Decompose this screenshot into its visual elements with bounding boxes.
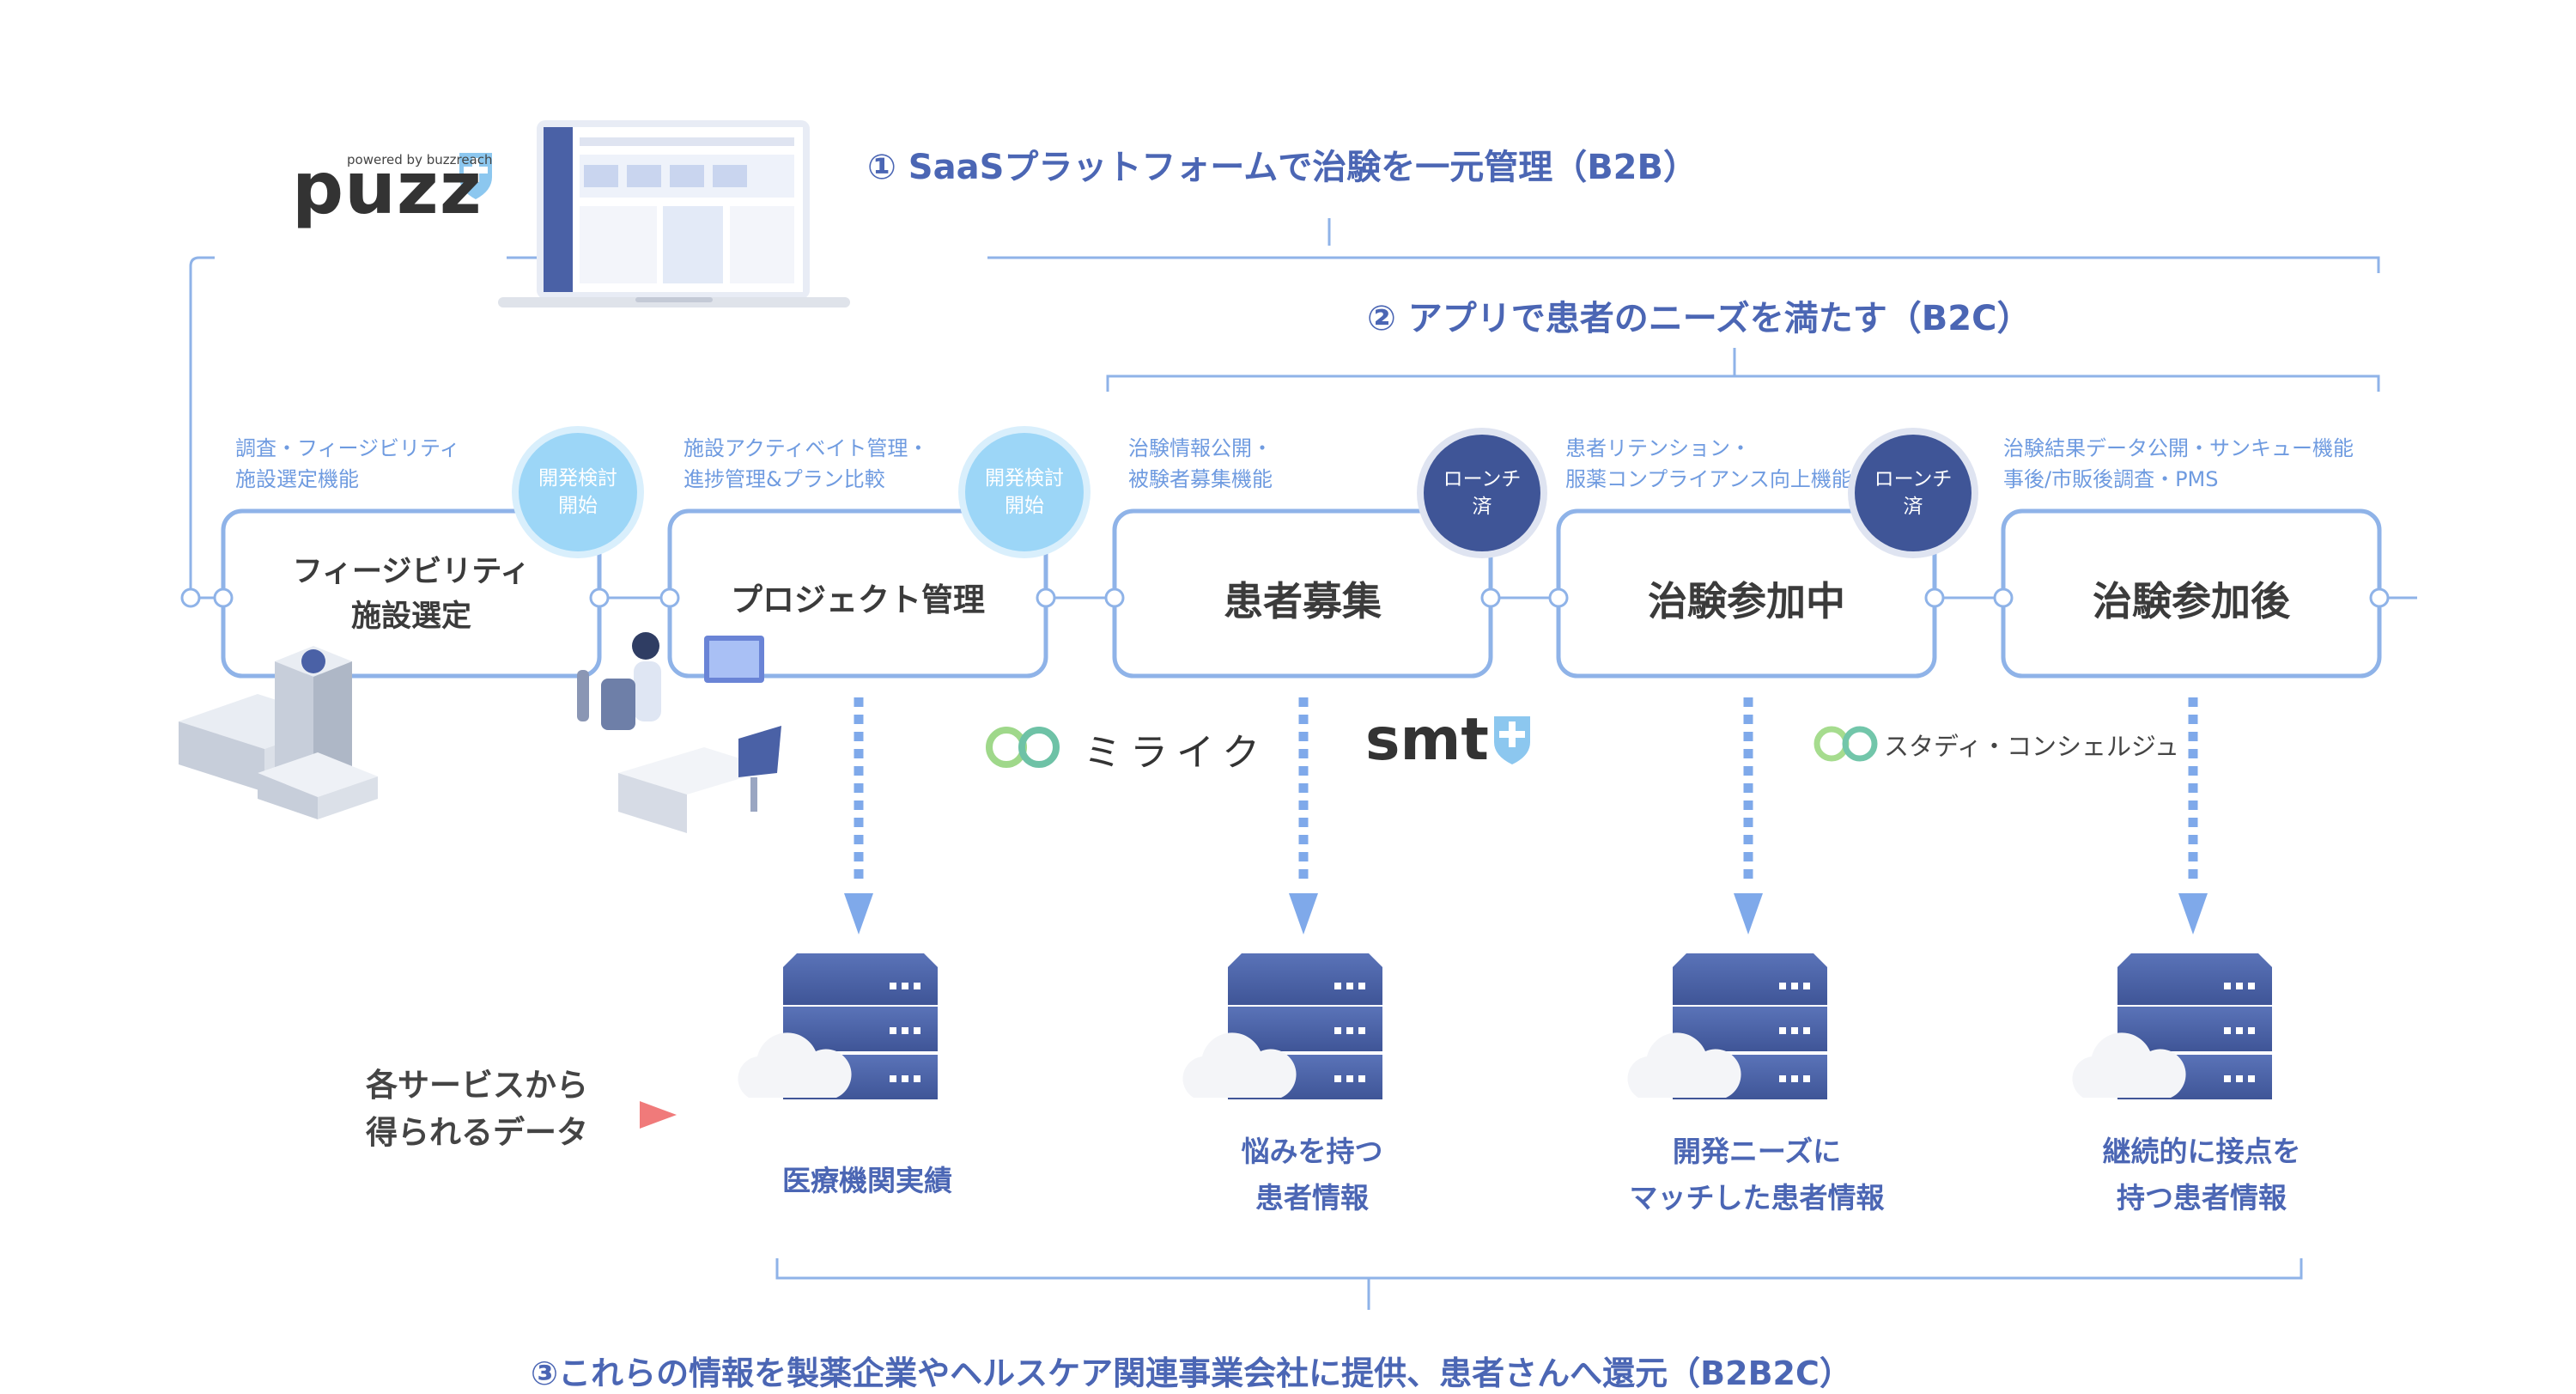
hospital-building-illustration: [179, 646, 378, 819]
data-output-label-2: 悩みを持つ 患者情報: [1241, 1135, 1383, 1214]
status-badge-project: 開発検討 開始: [965, 433, 1084, 551]
miraiku-logo-icon: [986, 727, 1060, 768]
puzz-logo-wordmark: puzz: [292, 146, 483, 230]
heading-b2c: ② アプリで患者のニーズを満たす（B2C）: [1367, 299, 2032, 338]
stage-box-recruit: [1104, 508, 1501, 679]
data-arrow-2: [1289, 697, 1318, 934]
b2c-bracket: [1106, 348, 2380, 392]
data-source-label: 各サービスから 得られるデータ: [366, 1067, 588, 1151]
stage-box-during: [1548, 508, 1945, 679]
status-badge-feasibility: 開発検討 開始: [519, 433, 637, 551]
server-stack-icon-4: [2072, 953, 2272, 1099]
server-stack-icon-3: [1627, 953, 1827, 1099]
pointer-triangle-icon: [640, 1101, 677, 1129]
data-arrow-1: [844, 697, 873, 934]
stage-label-during: 治験参加中: [1648, 578, 1845, 624]
data-arrow-3: [1734, 697, 1763, 934]
stage-box-feasibility: [213, 508, 610, 679]
stage-note-recruit: 治験情報公開・ 被験者募集機能: [1128, 436, 1273, 491]
data-arrow-4: [2178, 697, 2208, 934]
puzz-logo-powered-by: powered by buzzreach: [347, 152, 493, 167]
stage-label-project: プロジェクト管理: [731, 581, 985, 618]
smt-logo-wordmark: smt: [1365, 706, 1489, 774]
data-output-label-4: 継続的に接点を 持つ患者情報: [2102, 1135, 2301, 1214]
server-stack-icon-1: [738, 953, 938, 1099]
miraiku-logo-wordmark: ミライク: [1084, 731, 1269, 775]
stage-label-feasibility: フィージビリティ 施設選定: [292, 555, 531, 634]
study-concierge-logo-wordmark: スタディ・コンシェルジュ: [1884, 732, 2179, 761]
puzz-plus-shield-icon: [459, 153, 492, 199]
heading-b2b: ① SaaSプラットフォームで治験を一元管理（B2B）: [867, 148, 1698, 187]
stage-note-project: 施設アクティベイト管理・ 進捗管理&プラン比較: [683, 436, 929, 491]
study-concierge-logo-icon: [1814, 726, 1878, 762]
server-stack-icon-2: [1182, 953, 1382, 1099]
smt-plus-shield-icon: [1494, 716, 1530, 764]
data-output-label-3: 開発ニーズに マッチした患者情報: [1629, 1135, 1885, 1214]
stage-box-after: [1993, 508, 2390, 679]
stage-box-project: [659, 508, 1056, 679]
office-worker-illustration: [577, 632, 781, 833]
status-badge-during: ローンチ 済: [1855, 435, 1971, 551]
stage-label-recruit: 患者募集: [1224, 578, 1382, 624]
laptop-dashboard-illustration: [498, 120, 850, 307]
stage-label-after: 治験参加後: [2093, 578, 2290, 624]
status-badge-recruit: ローンチ 済: [1424, 435, 1540, 551]
stage-note-feasibility: 調査・フィージビリティ 施設選定機能: [235, 436, 460, 491]
stage-note-during: 患者リテンション・ 服薬コンプライアンス向上機能: [1565, 436, 1852, 491]
stage-note-after: 治験結果データ公開・サンキュー機能 事後/市販後調査・PMS: [2003, 436, 2354, 491]
b2b2c-bracket: [775, 1258, 2303, 1310]
heading-b2b2c: ③これらの情報を製薬企業やヘルスケア関連事業会社に提供、患者さんへ還元（B2B2…: [531, 1354, 1852, 1392]
data-output-label-1: 医療機関実績: [782, 1164, 952, 1197]
